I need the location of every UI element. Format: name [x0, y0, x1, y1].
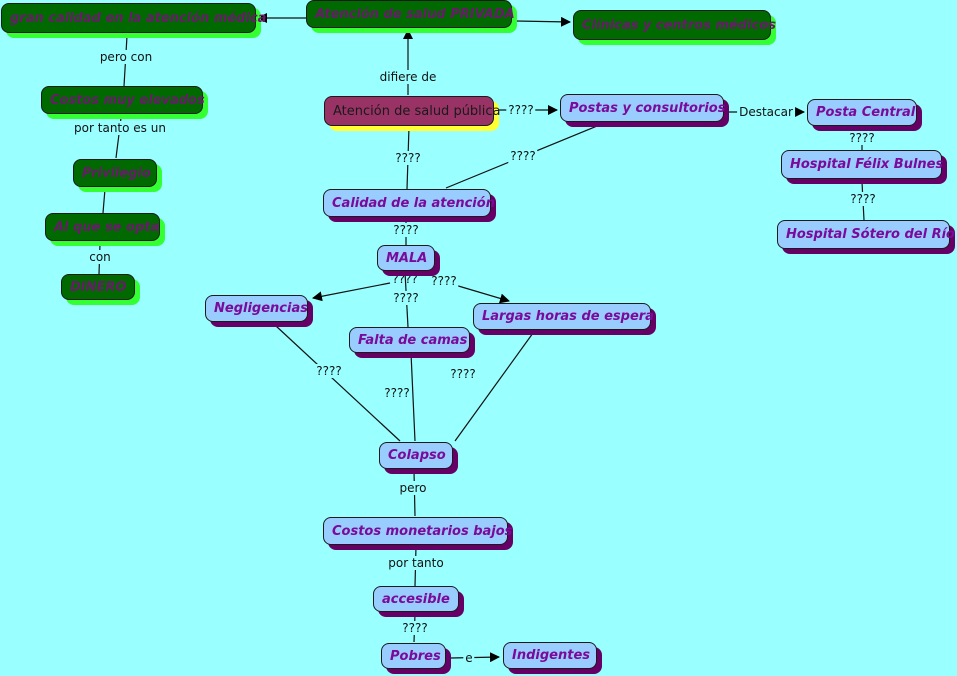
node-posta-central[interactable]: Posta Central — [807, 99, 917, 126]
node-label: Indigentes — [512, 648, 590, 663]
link-label: por tanto — [386, 556, 446, 570]
node-label: Posta Central — [816, 105, 916, 120]
link-label: ???? — [848, 192, 878, 206]
node-label: Negligencias — [214, 301, 308, 316]
node-label: Privilegio — [82, 165, 151, 181]
node-postas[interactable]: Postas y consultorios — [560, 94, 726, 122]
node-label: Costos monetarios bajos — [332, 523, 513, 539]
link-label: ???? — [429, 274, 459, 288]
link-label: ???? — [508, 149, 538, 163]
node-costos-elevados[interactable]: Costos muy elevados — [41, 86, 205, 114]
node-label: Pobres — [390, 648, 441, 664]
edge-pobres-indigentes — [450, 652, 500, 663]
node-label: Calidad de la atención — [332, 195, 495, 211]
node-dinero[interactable]: DINERO — [61, 274, 135, 300]
link-label: e — [463, 651, 475, 665]
link-label: ???? — [400, 621, 430, 635]
link-label: ???? — [391, 223, 421, 237]
node-gran-calidad[interactable]: gran calidad en la atención médica — [1, 3, 266, 33]
node-label: DINERO — [70, 279, 127, 295]
node-label: Hospital Sótero del Río — [786, 227, 955, 242]
node-label: MALA — [386, 250, 428, 266]
node-label: Colapso — [388, 448, 446, 463]
node-largas-horas[interactable]: Largas horas de espera — [473, 303, 654, 330]
node-label: Costos muy elevados — [50, 92, 205, 108]
link-label: ???? — [847, 131, 877, 145]
node-label: accesible — [382, 591, 450, 607]
link-label: por tanto es un — [72, 121, 168, 135]
edge-mala-larg — [454, 284, 510, 304]
node-label: Falta de camas — [358, 332, 468, 348]
node-al-que-se-opta[interactable]: Al que se opta — [45, 213, 160, 241]
node-label: Largas horas de espera — [482, 309, 654, 324]
node-falta-camas[interactable]: Falta de camas — [349, 327, 470, 353]
edge-privada-clinicas — [515, 16, 571, 27]
link-label: pero — [397, 481, 429, 495]
link-label: ???? — [382, 386, 412, 400]
edge-falta-colapso — [410, 352, 416, 442]
node-privilegio[interactable]: Privilegio — [73, 159, 157, 187]
link-label: ???? — [506, 103, 536, 117]
node-label: Al que se opta — [54, 219, 160, 235]
edge-mala-neg — [312, 282, 391, 302]
node-costos-bajos[interactable]: Costos monetarios bajos — [323, 517, 512, 545]
node-indigentes[interactable]: Indigentes — [503, 642, 597, 669]
node-label: Postas y consultorios — [569, 100, 726, 116]
link-label: ???? — [448, 367, 478, 381]
edge-larg-colapso — [454, 332, 534, 442]
node-atencion-publica[interactable]: Atención de salud pública — [324, 96, 501, 126]
link-label: Destacar — [737, 105, 795, 119]
node-clinicas[interactable]: Clínicas y centros médicos — [573, 10, 776, 40]
link-label: ???? — [314, 364, 344, 378]
node-label: Clínicas y centros médicos — [582, 17, 777, 33]
link-label: pero con — [97, 50, 155, 64]
node-colapso[interactable]: Colapso — [379, 442, 453, 469]
node-sotero[interactable]: Hospital Sótero del Río — [777, 220, 955, 249]
node-negligencias[interactable]: Negligencias — [205, 295, 308, 322]
node-pobres[interactable]: Pobres — [381, 643, 446, 669]
node-accesible[interactable]: accesible — [373, 586, 459, 612]
link-label: difiere de — [377, 70, 439, 84]
node-mala[interactable]: MALA — [377, 245, 435, 271]
node-calidad[interactable]: Calidad de la atención — [323, 189, 495, 217]
link-label: con — [87, 250, 113, 264]
link-label: ???? — [393, 151, 423, 165]
node-label: Atención de salud pública — [333, 103, 501, 119]
link-label: ???? — [392, 272, 418, 286]
node-felix-bulnes[interactable]: Hospital Félix Bulnes — [781, 150, 944, 179]
node-label: Hospital Félix Bulnes — [790, 157, 944, 172]
node-label: Atención de salud PRIVADA — [315, 6, 515, 22]
node-label: gran calidad en la atención médica — [10, 10, 267, 26]
edge-privilegio-opta — [102, 188, 106, 214]
node-atencion-privada[interactable]: Atención de salud PRIVADA — [306, 0, 515, 28]
link-label: ???? — [391, 291, 421, 305]
edge-neg-colapso — [275, 325, 401, 442]
